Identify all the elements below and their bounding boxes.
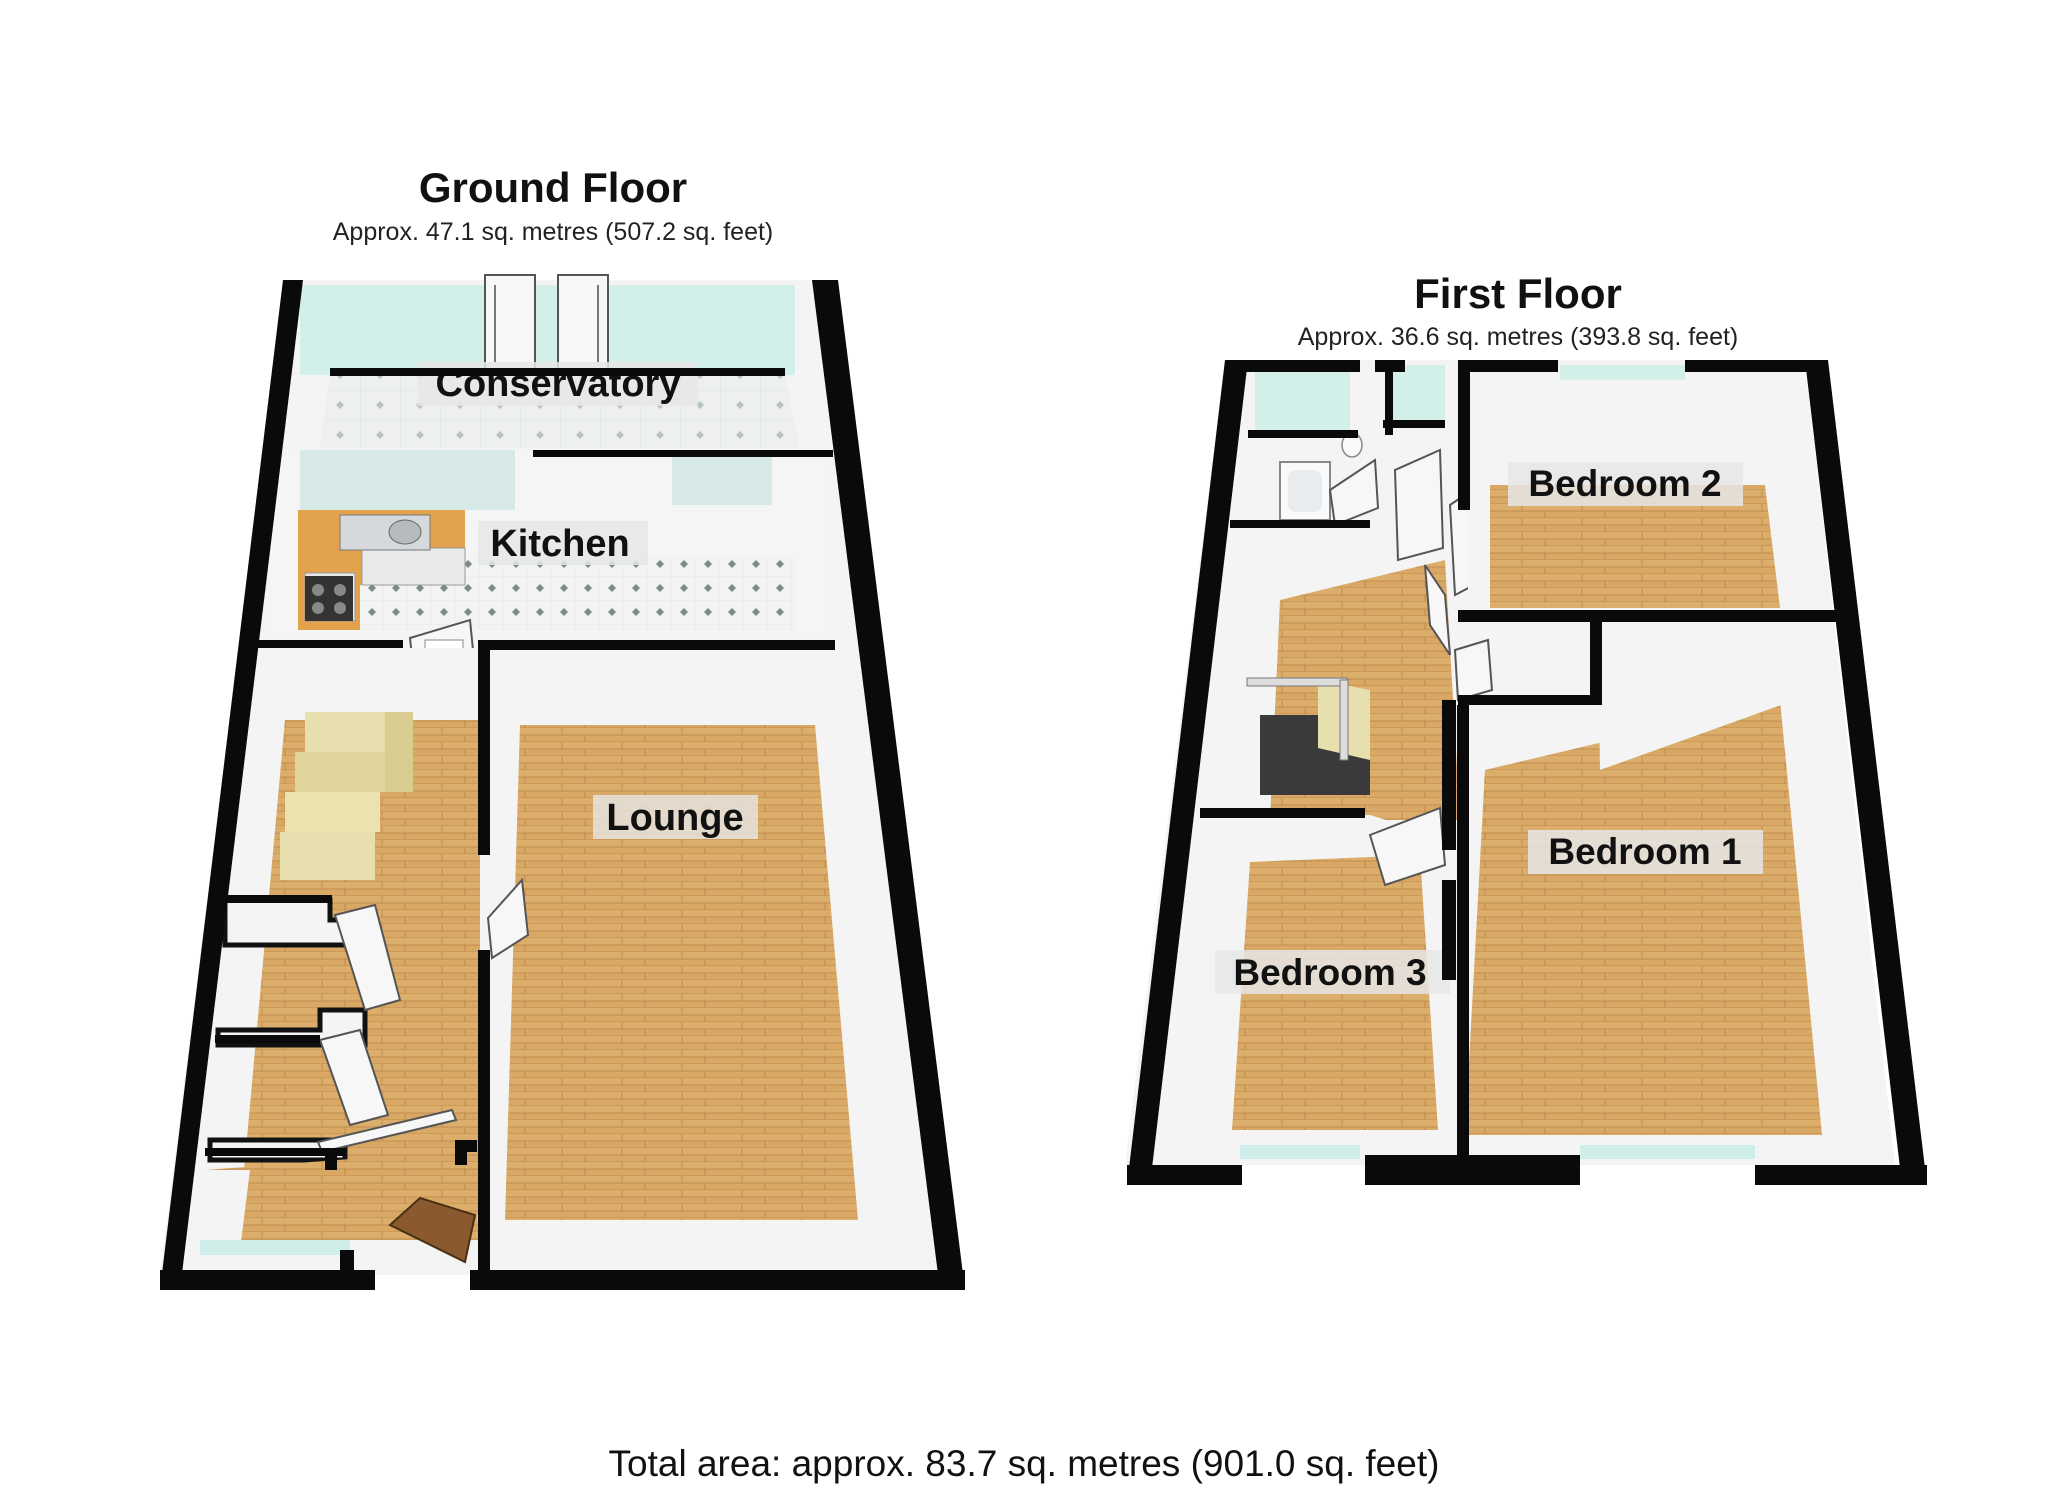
kitchen-label-box: Kitchen — [478, 521, 648, 565]
landing-cupboard-door[interactable] — [1453, 638, 1494, 702]
bathroom-window — [1255, 365, 1350, 430]
bedroom-1-label-box: Bedroom 1 — [1528, 830, 1763, 874]
bath — [1279, 461, 1331, 521]
lounge-floor — [505, 725, 858, 1220]
airing-cupboard-door[interactable] — [1393, 448, 1445, 562]
lounge-label: Lounge — [606, 797, 743, 839]
lounge-door[interactable] — [486, 877, 530, 960]
ground-floor-area: Approx. 47.1 sq. metres (507.2 sq. feet) — [333, 218, 774, 246]
bedroom-2-label: Bedroom 2 — [1528, 463, 1721, 504]
first-floor-walls — [1127, 360, 1927, 1185]
bedroom-3-window — [1240, 1145, 1360, 1159]
bedroom-2-label-box: Bedroom 2 — [1508, 462, 1743, 506]
kitchen-hob — [305, 576, 353, 621]
ground-floor: Ground Floor Approx. 47.1 sq. metres (50… — [160, 164, 965, 1290]
bedroom-3-door[interactable] — [1368, 806, 1447, 887]
conservatory-glass — [300, 285, 795, 375]
front-door[interactable] — [388, 1196, 477, 1264]
landing-cupboard — [1460, 622, 1595, 700]
conservatory-french-doors[interactable] — [484, 274, 609, 371]
ground-floor-walls — [160, 280, 965, 1290]
staircase[interactable] — [280, 712, 413, 880]
bedroom-2-floor — [1490, 485, 1780, 608]
bedroom-1-window — [1580, 1145, 1755, 1159]
bathroom-window-2 — [1385, 365, 1445, 425]
kitchen-glass-partition — [300, 450, 515, 510]
hallway-wall — [258, 648, 478, 720]
bedroom-1-label: Bedroom 1 — [1548, 831, 1741, 872]
first-floor-area: Approx. 36.6 sq. metres (393.8 sq. feet) — [1298, 323, 1739, 351]
bedroom-1-floor — [1465, 700, 1822, 1135]
landing-door[interactable] — [1424, 564, 1451, 656]
bathroom-door[interactable] — [1328, 458, 1380, 527]
kitchen-label: Kitchen — [490, 523, 629, 565]
total-area: Total area: approx. 83.7 sq. metres (901… — [609, 1443, 1440, 1484]
landing-stairwell[interactable] — [1246, 677, 1370, 795]
first-floor: First Floor Approx. 36.6 sq. metres (393… — [1125, 270, 1927, 1185]
bedroom-1-recess — [1598, 630, 1800, 770]
cupboard-door-2[interactable] — [318, 1028, 390, 1127]
lounge-label-box: Lounge — [593, 795, 758, 839]
kitchen-floor — [360, 555, 795, 630]
first-floor-title: First Floor — [1414, 270, 1622, 317]
bedroom-3-label-box: Bedroom 3 — [1215, 950, 1450, 994]
kitchen-sink — [339, 514, 431, 551]
ground-floor-title: Ground Floor — [419, 164, 687, 211]
kitchen-glass-partition-right — [672, 450, 772, 505]
cupboard-door-1[interactable] — [333, 903, 402, 1012]
bedroom-3-label: Bedroom 3 — [1233, 952, 1426, 993]
